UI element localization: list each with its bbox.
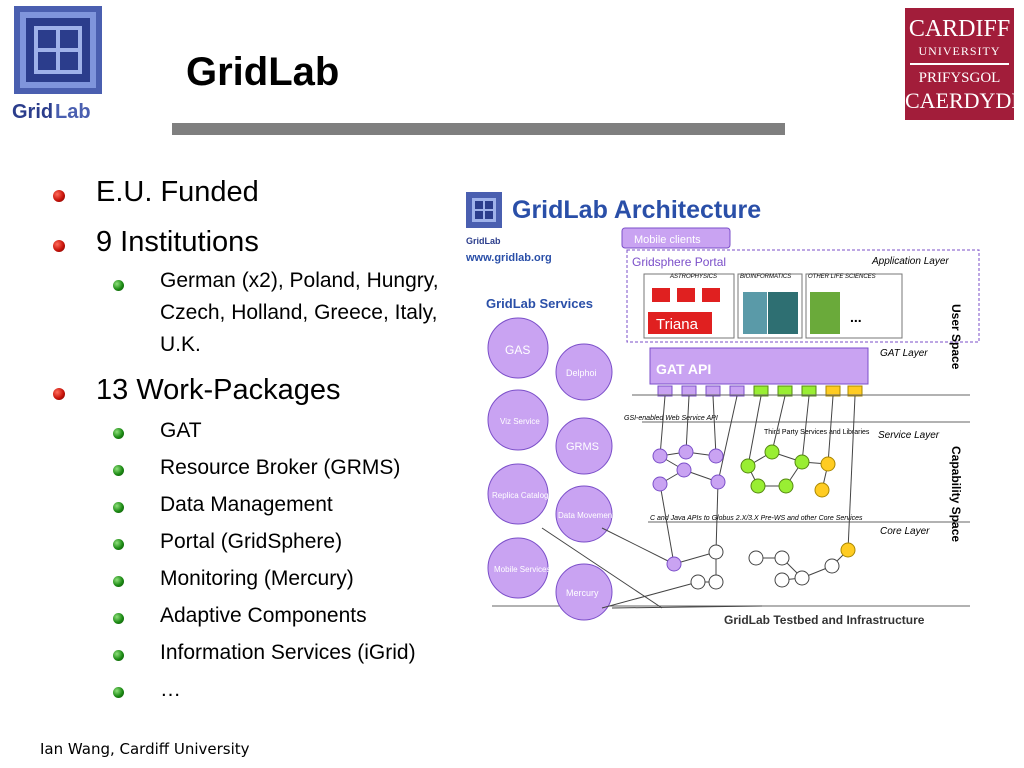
service-layer-label: Service Layer	[878, 430, 940, 441]
work-package-item: Information Services (iGrid)	[160, 641, 416, 664]
cardiff-logo-line4: CAERDYDD	[905, 88, 1024, 113]
bio-app-block	[743, 292, 767, 334]
diagram-logo-text: GridLab	[466, 236, 501, 246]
service-viz: Viz Service	[500, 417, 540, 426]
work-package-item: Resource Broker (GRMS)	[160, 456, 401, 479]
cardiff-logo-divider	[910, 63, 1009, 65]
triana-box	[648, 312, 712, 334]
gridsphere-portal-label: Gridsphere Portal	[632, 255, 726, 269]
work-package-item: Portal (GridSphere)	[160, 530, 343, 553]
services-heading: GridLab Services	[486, 296, 593, 311]
sub-bullet-icon	[113, 465, 124, 476]
cardiff-logo-line2: UNIVERSITY	[918, 44, 1001, 58]
sub-bullet-icon	[113, 502, 124, 513]
capability-space-label: Capability Space	[949, 446, 963, 542]
bioinformatics-label: BIOINFORMATICS	[740, 274, 791, 280]
bullet-work-packages: 13 Work-Packages	[96, 374, 341, 406]
cardiff-logo-line1: CARDIFF	[908, 16, 1011, 42]
triana-block	[652, 288, 670, 302]
triana-label: Triana	[656, 316, 699, 333]
diagram-title: GridLab Architecture	[512, 196, 761, 224]
gat-layer-label: GAT Layer	[880, 348, 928, 359]
core-layer-label: Core Layer	[880, 526, 930, 537]
gridlab-architecture-diagram: GridLab GridLab Architecture www.gridlab…	[462, 188, 984, 635]
work-package-item: Data Management	[160, 493, 333, 516]
gridlab-logo-text-grid: Grid	[12, 101, 53, 123]
work-package-item: GAT	[160, 419, 202, 442]
triana-block	[677, 288, 695, 302]
triana-block	[702, 288, 720, 302]
core-apis-label: C and Java APIs to Globus 2.X/3.X Pre-WS…	[650, 515, 863, 522]
other-life-sciences-label: OTHER LIFE SCIENCES	[808, 274, 876, 280]
application-layer-label: Application Layer	[871, 256, 949, 267]
sub-bullet-countries: German (x2), Poland, Hungry, Czech, Holl…	[160, 269, 439, 356]
work-package-item: Monitoring (Mercury)	[160, 567, 354, 590]
sub-bullet-icon	[113, 539, 124, 550]
service-circles	[487, 317, 613, 621]
service-delphoi: Delphoi	[566, 368, 597, 378]
bullet-icon	[53, 388, 65, 400]
sub-bullet-icon	[113, 650, 124, 661]
gridlab-logo-text-lab: Lab	[55, 101, 91, 123]
gsi-label: GSI-enabled Web Service API	[624, 415, 718, 422]
sub-bullet-icon	[113, 280, 124, 291]
user-space-label: User Space	[949, 304, 963, 370]
sub-bullet-icon	[113, 428, 124, 439]
diagram-gridlab-logo-icon	[466, 192, 502, 228]
sub-bullet-icon	[113, 613, 124, 624]
sub-bullet-icon	[113, 687, 124, 698]
gat-api-label: GAT API	[656, 361, 711, 377]
page-title: GridLab	[186, 50, 340, 94]
application-layer-box	[626, 249, 980, 343]
bullet-icon	[53, 190, 65, 202]
other-app-block	[810, 292, 840, 334]
third-party-label: Third Party Services and Libraries	[764, 429, 870, 436]
gridlab-logo-icon: Grid Lab	[12, 6, 102, 123]
bullet-icon	[53, 240, 65, 252]
bullet-eu-funded: E.U. Funded	[96, 176, 259, 208]
bullet-institutions: 9 Institutions	[96, 226, 259, 258]
service-replica: Replica Catalog	[492, 491, 548, 500]
gat-adaptors	[657, 385, 863, 397]
sub-bullet-icon	[113, 576, 124, 587]
service-data-movement: Data Movement	[558, 511, 615, 520]
bio-app-block	[768, 292, 798, 334]
mobile-clients-label: Mobile clients	[634, 234, 701, 246]
work-package-item: …	[160, 678, 181, 701]
more-apps-ellipsis: ...	[850, 309, 862, 325]
astrophysics-label: ASTROPHYSICS	[669, 274, 717, 280]
testbed-label: GridLab Testbed and Infrastructure	[724, 613, 925, 627]
cardiff-logo-line3: PRIFYSGOL	[918, 70, 1001, 86]
gridlab-logo: Grid Lab	[8, 6, 112, 124]
service-mercury: Mercury	[566, 588, 599, 598]
mobile-clients-box	[621, 227, 731, 249]
gat-api-box	[649, 347, 869, 385]
work-package-item: Adaptive Components	[160, 604, 367, 627]
cardiff-university-logo: CARDIFF UNIVERSITY PRIFYSGOL CAERDYDD	[905, 8, 1024, 120]
service-grms: GRMS	[566, 441, 599, 453]
title-rule	[172, 123, 785, 135]
network-nodes	[652, 444, 856, 590]
service-gas: GAS	[505, 343, 530, 357]
footer-author: Ian Wang, Cardiff University	[40, 740, 250, 758]
diagram-url: www.gridlab.org	[465, 252, 552, 264]
service-mobile: Mobile Services	[494, 565, 550, 574]
